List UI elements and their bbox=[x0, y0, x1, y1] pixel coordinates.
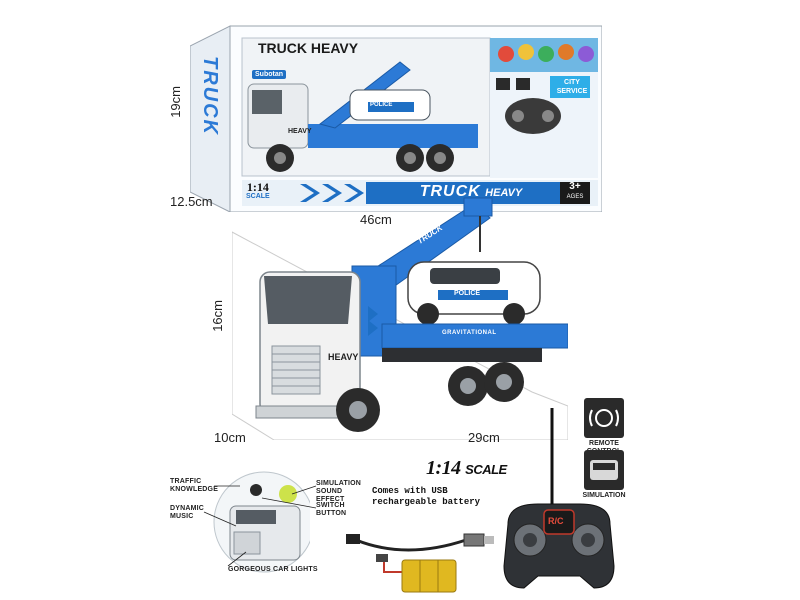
simulation-label: SIMULATION bbox=[582, 492, 626, 499]
dim-truck-length: 29cm bbox=[468, 430, 500, 445]
box-banner-sub: HEAVY bbox=[485, 187, 523, 199]
callout-dynamic-music: DYNAMIC MUSIC bbox=[170, 505, 205, 520]
box-banner-title: TRUCK HEAVY bbox=[366, 183, 576, 201]
box-side-title: TRUCK bbox=[199, 56, 221, 136]
box-banner-main: TRUCK bbox=[419, 183, 481, 200]
box-age: 3+ bbox=[569, 181, 581, 192]
box-top-title: TRUCK HEAVY bbox=[258, 40, 359, 56]
feature-closeup bbox=[210, 466, 315, 576]
scale-callout-word: SCALE bbox=[465, 462, 507, 477]
box-age-badge: 3+ AGES bbox=[560, 182, 590, 202]
feature-simulation: SIMULATION bbox=[576, 450, 632, 499]
scale-callout: 1:14 SCALE bbox=[426, 457, 507, 480]
truck-simulation-icon bbox=[584, 450, 624, 490]
box-scale-value: 1:14 bbox=[246, 180, 269, 194]
callout-traffic-knowledge: TRAFFIC KNOWLEDGE bbox=[170, 478, 219, 493]
usb-battery-note: Comes with USB rechargeable battery bbox=[372, 486, 480, 508]
product-box: Subotan TRUCK TRUCK HEAVY CITY SERVICE P… bbox=[189, 16, 603, 213]
remote-control-icon bbox=[584, 398, 624, 438]
closeup-illustration bbox=[213, 471, 315, 573]
usb-cable-battery bbox=[346, 510, 496, 594]
dim-truck-width: 10cm bbox=[214, 430, 246, 445]
truck-product: TRUCK POLICE GRAVITATIONAL HEAVY bbox=[231, 196, 569, 441]
box-illustration bbox=[189, 25, 603, 213]
feature-remote-control: REMOTE CONTROL bbox=[576, 398, 632, 456]
box-city-service: CITY SERVICE bbox=[556, 79, 588, 95]
usb-cable-icon bbox=[346, 533, 494, 593]
remote-badge: R/C bbox=[548, 516, 564, 526]
box-scale: 1:14 SCALE bbox=[246, 180, 270, 202]
dim-box-length: 46cm bbox=[360, 212, 392, 227]
truck-police-text: POLICE bbox=[454, 290, 481, 297]
scale-callout-value: 1:14 bbox=[426, 457, 461, 479]
dim-box-height: 19cm bbox=[168, 86, 183, 118]
remote-controller: R/C bbox=[498, 406, 620, 592]
remote-controller-icon bbox=[503, 408, 615, 589]
usb-note-line1: Comes with USB bbox=[372, 486, 448, 496]
box-age-sub: AGES bbox=[566, 194, 584, 200]
usb-note-line2: rechargeable battery bbox=[372, 497, 481, 507]
truck-bed-label: GRAVITATIONAL bbox=[442, 330, 497, 336]
dim-truck-height: 16cm bbox=[210, 300, 225, 332]
box-cab-logo: HEAVY bbox=[288, 128, 312, 135]
callout-sound-effect: SIMULATION SOUND EFFECT bbox=[316, 480, 362, 503]
box-brand: Subotan bbox=[252, 70, 286, 79]
callout-switch-button: SWITCH BUTTON bbox=[316, 502, 347, 517]
box-police-text: POLICE bbox=[370, 102, 393, 108]
dim-box-depth: 12.5cm bbox=[170, 194, 213, 209]
box-scale-word: SCALE bbox=[246, 193, 270, 200]
callout-car-lights: GORGEOUS CAR LIGHTS bbox=[228, 566, 318, 573]
truck-illustration bbox=[231, 197, 569, 441]
truck-cab-logo: HEAVY bbox=[328, 352, 359, 362]
